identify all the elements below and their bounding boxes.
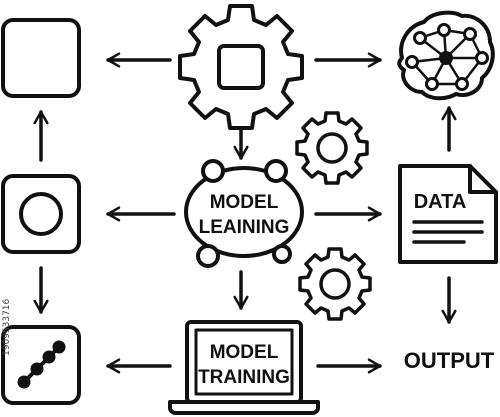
data-document-icon: DATA — [398, 164, 498, 264]
model-leaning-node: MODEL LEAINING — [184, 159, 304, 268]
gear-chip-icon — [178, 4, 304, 130]
model-leaning-label-line2: LEAINING — [199, 217, 290, 238]
square-with-circle-icon — [1, 174, 81, 254]
small-gear-icon — [298, 247, 372, 321]
data-doc-label: DATA — [414, 191, 467, 213]
output-label: OUTPUT — [404, 348, 495, 373]
model-training-label-line1: MODEL — [210, 342, 279, 363]
small-gear-icon — [295, 111, 369, 185]
connected-nodes-icon — [1, 325, 81, 405]
empty-square-icon — [1, 18, 81, 98]
model-training-label-line2: TRAINING — [198, 367, 290, 388]
model-leaning-label-line1: MODEL — [210, 192, 279, 213]
laptop-icon: MODEL TRAINING — [168, 320, 320, 415]
stock-id-watermark: 1909533716 — [2, 298, 12, 356]
neural-network-brain-icon — [397, 10, 495, 101]
